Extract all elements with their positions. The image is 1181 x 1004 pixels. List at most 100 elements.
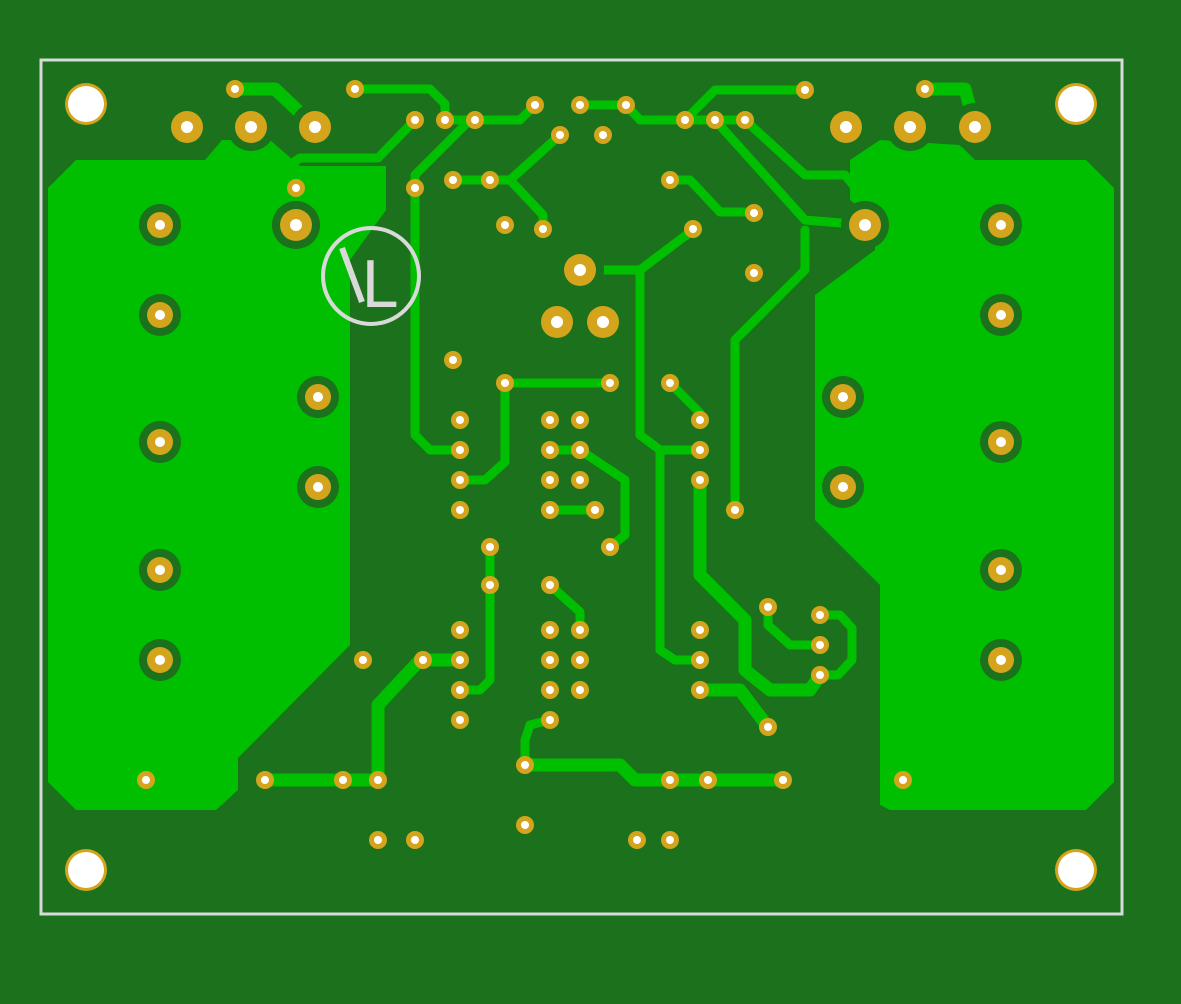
pad-drill (764, 603, 772, 611)
pad-drill (456, 446, 464, 454)
pad-drill (779, 776, 787, 784)
pad-drill (155, 220, 165, 230)
pad-drill (696, 656, 704, 664)
pad-drill (921, 85, 929, 93)
pad-drill (838, 482, 848, 492)
pads (137, 80, 1022, 849)
pad-drill (576, 446, 584, 454)
pad-drill (704, 776, 712, 784)
pad-drill (597, 316, 609, 328)
pad-drill (731, 506, 739, 514)
right-copper-pour (815, 140, 1114, 810)
pad-drill (521, 821, 529, 829)
pad-drill (996, 655, 1006, 665)
pad-drill (339, 776, 347, 784)
pad-drill (456, 626, 464, 634)
pad-drill (750, 269, 758, 277)
volt-logo-icon: L (321, 226, 421, 326)
pad-drill (539, 225, 547, 233)
pad-drill (411, 836, 419, 844)
pad-drill (449, 176, 457, 184)
pad-drill (546, 446, 554, 454)
pad-drill (666, 176, 674, 184)
pad-drill (696, 686, 704, 694)
pad-drill (546, 626, 554, 634)
pad-drill (816, 671, 824, 679)
logo-slash (339, 246, 365, 304)
pad-drill (996, 310, 1006, 320)
pad-drill (374, 776, 382, 784)
pad-drill (359, 656, 367, 664)
pad-drill (411, 184, 419, 192)
logo-letter: L (361, 249, 397, 323)
pad-drill (666, 776, 674, 784)
pad-drill (606, 543, 614, 551)
pad-drill (696, 446, 704, 454)
pad-drill (456, 416, 464, 424)
pad-drill (471, 116, 479, 124)
pad-drill (606, 379, 614, 387)
pad-drill (689, 225, 697, 233)
pad-drill (816, 641, 824, 649)
pad-drill (181, 121, 193, 133)
pad-drill (441, 116, 449, 124)
pad-drill (546, 581, 554, 589)
pad-drill (574, 264, 586, 276)
pad-drill (576, 626, 584, 634)
pad-drill (546, 686, 554, 694)
pad-drill (551, 316, 563, 328)
pad-drill (486, 581, 494, 589)
pad-drill (313, 392, 323, 402)
pad-drill (531, 101, 539, 109)
pad-drill (456, 656, 464, 664)
logo-ring (321, 226, 421, 326)
pad-drill (521, 761, 529, 769)
pad-drill (245, 121, 257, 133)
pad-drill (546, 716, 554, 724)
mounting-hole (68, 86, 104, 122)
pad-drill (155, 310, 165, 320)
pad-drill (456, 506, 464, 514)
pad-drill (996, 220, 1006, 230)
pad-drill (599, 131, 607, 139)
pad-drill (155, 565, 165, 575)
pad-drill (486, 543, 494, 551)
pad-drill (576, 101, 584, 109)
pad-drill (374, 836, 382, 844)
pad-drill (231, 85, 239, 93)
pad-drill (750, 209, 758, 217)
pad-drill (292, 184, 300, 192)
pad-drill (969, 121, 981, 133)
pad-drill (696, 626, 704, 634)
pad-drill (546, 416, 554, 424)
pad-drill (313, 482, 323, 492)
left-copper-pour (48, 140, 386, 810)
pad-drill (351, 85, 359, 93)
mounting-hole (68, 852, 104, 888)
pad-drill (666, 379, 674, 387)
mounting-hole (1058, 86, 1094, 122)
pad-drill (142, 776, 150, 784)
pad-drill (546, 656, 554, 664)
pad-drill (801, 86, 809, 94)
pad-drill (556, 131, 564, 139)
pad-drill (633, 836, 641, 844)
pad-drill (996, 565, 1006, 575)
pad-drill (816, 611, 824, 619)
pad-drill (546, 476, 554, 484)
pad-drill (411, 116, 419, 124)
pad-drill (290, 219, 302, 231)
pad-drill (996, 437, 1006, 447)
pad-drill (681, 116, 689, 124)
pad-drill (576, 416, 584, 424)
pad-drill (576, 476, 584, 484)
pad-drill (711, 116, 719, 124)
pad-drill (456, 716, 464, 724)
pad-drill (309, 121, 321, 133)
mounting-holes (65, 83, 1097, 891)
pad-drill (696, 416, 704, 424)
pad-drill (859, 219, 871, 231)
pad-drill (155, 437, 165, 447)
pad-drill (696, 476, 704, 484)
